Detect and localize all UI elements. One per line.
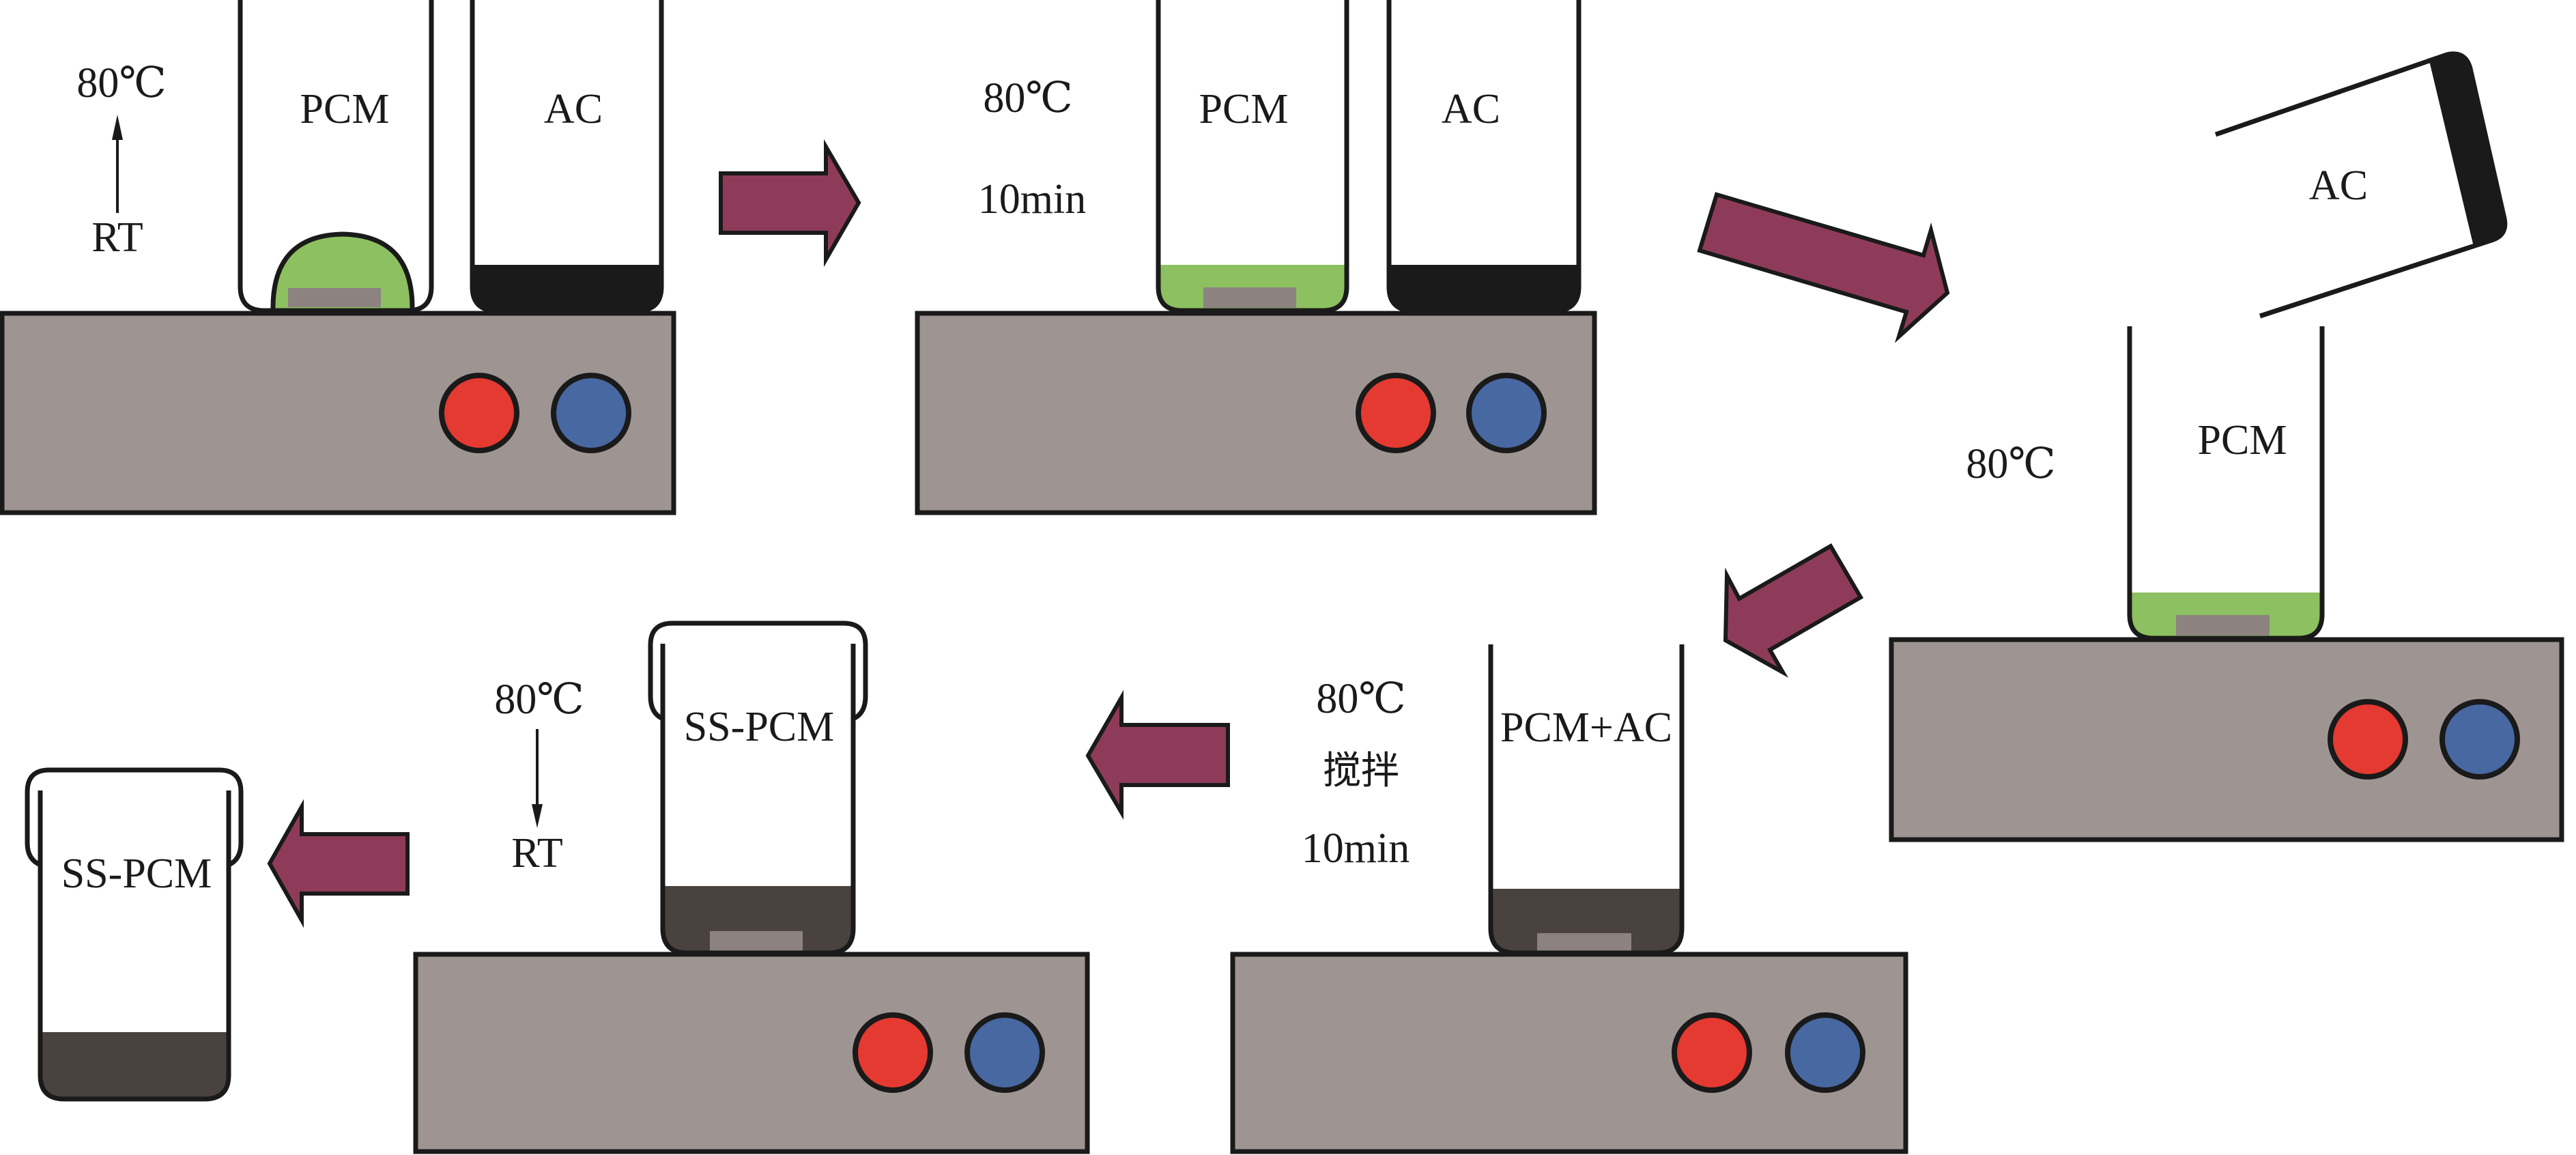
step-1: PCM AC 80℃ RT <box>0 0 676 515</box>
hotplate <box>413 952 1090 1154</box>
vial-cap <box>25 767 244 868</box>
tube-wall <box>1488 644 1685 956</box>
ac-fill <box>472 265 661 311</box>
tube-wall <box>1156 0 1349 313</box>
heat-knob-icon <box>2328 699 2408 780</box>
ac-tube: AC <box>470 0 664 313</box>
hotplate <box>915 311 1597 515</box>
ac-fill <box>1389 265 1579 311</box>
stir-bar <box>1203 287 1296 308</box>
flow-arrow-4-icon <box>1085 689 1230 820</box>
stir-bar <box>1537 933 1631 953</box>
condition-time: 10min <box>978 176 1086 223</box>
hotplate <box>0 311 676 515</box>
ac-tube-tilted: AC <box>2214 51 2508 319</box>
heat-knob-icon <box>1356 373 1436 453</box>
sealed-vial: SS-PCM <box>25 767 244 1102</box>
flow-arrow-5-icon <box>267 799 410 928</box>
tube-label: PCM <box>2198 417 2287 464</box>
vial-label: SS-PCM <box>684 704 835 750</box>
composite-fill <box>40 1032 229 1099</box>
arrow-down-icon <box>532 729 543 828</box>
composite-tube: PCM+AC <box>1488 644 1685 956</box>
tube-label: AC <box>2309 162 2368 209</box>
sealed-vial: SS-PCM <box>648 621 868 956</box>
hotplate <box>1230 952 1908 1154</box>
pcm-tube: PCM <box>1156 0 1349 313</box>
tube-label: PCM+AC <box>1500 704 1672 751</box>
condition-rt: RT <box>91 214 143 261</box>
step-5: SS-PCM 80℃ RT <box>413 621 1090 1154</box>
stir-knob-icon <box>551 373 631 453</box>
vial-label: SS-PCM <box>61 851 212 897</box>
stir-bar <box>288 288 381 307</box>
condition-temp: 80℃ <box>76 60 166 106</box>
ac-fill <box>2429 53 2505 246</box>
step-6: SS-PCM <box>25 767 244 1102</box>
stir-bar <box>2176 615 2270 636</box>
tube-label: AC <box>544 86 603 132</box>
step-2: PCM AC 80℃ 10min <box>915 0 1597 515</box>
flow-arrow-3-icon <box>1723 543 1864 678</box>
stir-knob-icon <box>964 1012 1045 1093</box>
tube-label: PCM <box>1199 86 1289 132</box>
tube-wall <box>1386 0 1582 313</box>
flow-arrow-2-icon <box>1697 192 1950 343</box>
condition-time: 10min <box>1302 825 1409 872</box>
heat-knob-icon <box>439 373 519 453</box>
condition-temp: 80℃ <box>494 676 584 723</box>
condition-rt: RT <box>511 830 563 876</box>
tube-wall <box>2127 326 2325 641</box>
stir-bar <box>710 931 803 951</box>
condition-temp: 80℃ <box>983 75 1072 122</box>
step-4: PCM+AC 80℃ 搅拌 10min <box>1230 644 1908 1154</box>
condition-stirring: 搅拌 <box>1323 749 1399 793</box>
arrow-up-icon <box>112 115 123 213</box>
stir-knob-icon <box>2439 699 2520 780</box>
tube-label: AC <box>1442 86 1500 132</box>
condition-temp: 80℃ <box>1966 441 2055 487</box>
stir-knob-icon <box>1466 373 1547 453</box>
ac-tube: AC <box>1386 0 1582 313</box>
tube-wall <box>470 0 664 313</box>
vial-wall <box>38 790 231 1102</box>
hotplate <box>1889 637 2564 842</box>
pcm-tube: PCM <box>238 0 434 313</box>
flow-arrow-1-icon <box>719 139 861 268</box>
step-3: AC PCM 80℃ <box>1889 51 2564 842</box>
stir-knob-icon <box>1785 1012 1865 1093</box>
heat-knob-icon <box>853 1012 933 1093</box>
tube-label: PCM <box>300 86 390 132</box>
condition-temp: 80℃ <box>1316 676 1405 722</box>
pcm-tube: PCM <box>2127 326 2325 641</box>
tube-wall <box>2214 51 2508 319</box>
heat-knob-icon <box>1672 1012 1752 1093</box>
vial-wall <box>660 644 856 956</box>
vial-cap <box>648 621 868 722</box>
